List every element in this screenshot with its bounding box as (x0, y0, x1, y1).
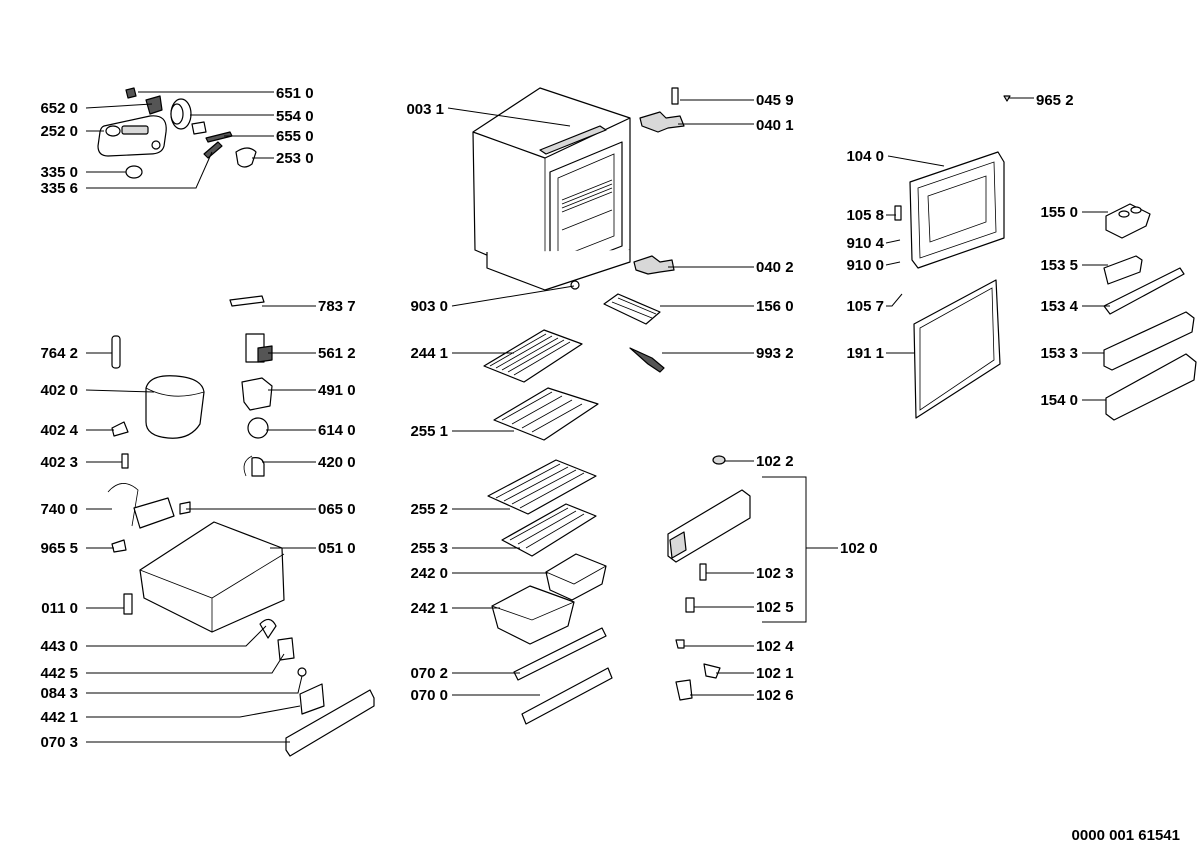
label-154-0: 154 0 (1040, 392, 1078, 409)
label-554-0: 554 0 (276, 108, 314, 125)
label-003-1: 003 1 (406, 101, 444, 118)
label-764-2: 764 2 (40, 345, 78, 362)
ice-tray-and-sensor (603, 293, 665, 373)
label-153-5: 153 5 (1040, 257, 1078, 274)
label-255-2: 255 2 (410, 501, 448, 518)
label-065-0: 065 0 (318, 501, 356, 518)
label-244-1: 244 1 (410, 345, 448, 362)
label-242-0: 242 0 (410, 565, 448, 582)
label-651-0: 651 0 (276, 85, 314, 102)
label-910-0: 910 0 (846, 257, 884, 274)
hinge-parts-top (570, 87, 685, 290)
label-993-2: 993 2 (756, 345, 794, 362)
label-740-0: 740 0 (40, 501, 78, 518)
label-614-0: 614 0 (318, 422, 356, 439)
label-491-0: 491 0 (318, 382, 356, 399)
label-040-1: 040 1 (756, 117, 794, 134)
label-102-1: 102 1 (756, 665, 794, 682)
label-011-0: 011 0 (41, 600, 78, 617)
door-assembly (894, 95, 1011, 419)
label-051-0: 051 0 (318, 540, 356, 557)
document-number: 0000 001 61541 (1072, 827, 1180, 844)
label-783-7: 783 7 (318, 298, 356, 315)
label-253-0: 253 0 (276, 150, 314, 167)
label-102-0: 102 0 (840, 540, 878, 557)
cabinet-body (472, 87, 631, 291)
label-652-0: 652 0 (40, 100, 78, 117)
label-070-0: 070 0 (410, 687, 448, 704)
compressor-zone (107, 295, 375, 757)
label-910-4: 910 4 (846, 235, 884, 252)
label-442-5: 442 5 (40, 665, 78, 682)
label-965-2: 965 2 (1036, 92, 1074, 109)
label-335-0: 335 0 (40, 164, 78, 181)
label-442-1: 442 1 (40, 709, 78, 726)
label-070-2: 070 2 (410, 665, 448, 682)
label-903-0: 903 0 (410, 298, 448, 315)
label-965-5: 965 5 (40, 540, 78, 557)
label-443-0: 443 0 (40, 638, 78, 655)
label-335-6: 335 6 (40, 180, 78, 197)
label-255-3: 255 3 (410, 540, 448, 557)
label-156-0: 156 0 (756, 298, 794, 315)
freezer-flap-parts (667, 455, 751, 701)
label-402-0: 402 0 (40, 382, 78, 399)
label-155-0: 155 0 (1040, 204, 1078, 221)
label-102-5: 102 5 (756, 599, 794, 616)
label-105-8: 105 8 (846, 207, 884, 224)
label-084-3: 084 3 (40, 685, 78, 702)
label-070-3: 070 3 (40, 734, 78, 751)
door-bins (1103, 203, 1197, 421)
label-104-0: 104 0 (846, 148, 884, 165)
label-102-2: 102 2 (756, 453, 794, 470)
crisper-drawers (491, 553, 607, 645)
label-252-0: 252 0 (40, 123, 78, 140)
label-255-1: 255 1 (410, 423, 448, 440)
label-153-3: 153 3 (1040, 345, 1078, 362)
part-labels: 651 0 652 0 554 0 252 0 655 0 253 0 335 … (40, 85, 1180, 844)
shelves (483, 329, 599, 557)
label-191-1: 191 1 (846, 345, 884, 362)
label-102-6: 102 6 (756, 687, 794, 704)
label-561-2: 561 2 (318, 345, 356, 362)
label-402-3: 402 3 (40, 454, 78, 471)
label-153-4: 153 4 (1040, 298, 1078, 315)
thermostat-lamp-assembly (97, 87, 257, 179)
label-655-0: 655 0 (276, 128, 314, 145)
label-045-9: 045 9 (756, 92, 794, 109)
label-105-7: 105 7 (846, 298, 884, 315)
leader-lines (85, 91, 1110, 743)
label-102-3: 102 3 (756, 565, 794, 582)
label-420-0: 420 0 (318, 454, 356, 471)
label-040-2: 040 2 (756, 259, 794, 276)
label-102-4: 102 4 (756, 638, 794, 655)
label-402-4: 402 4 (40, 422, 78, 439)
door-profiles-middle (513, 627, 613, 725)
label-242-1: 242 1 (410, 600, 448, 617)
